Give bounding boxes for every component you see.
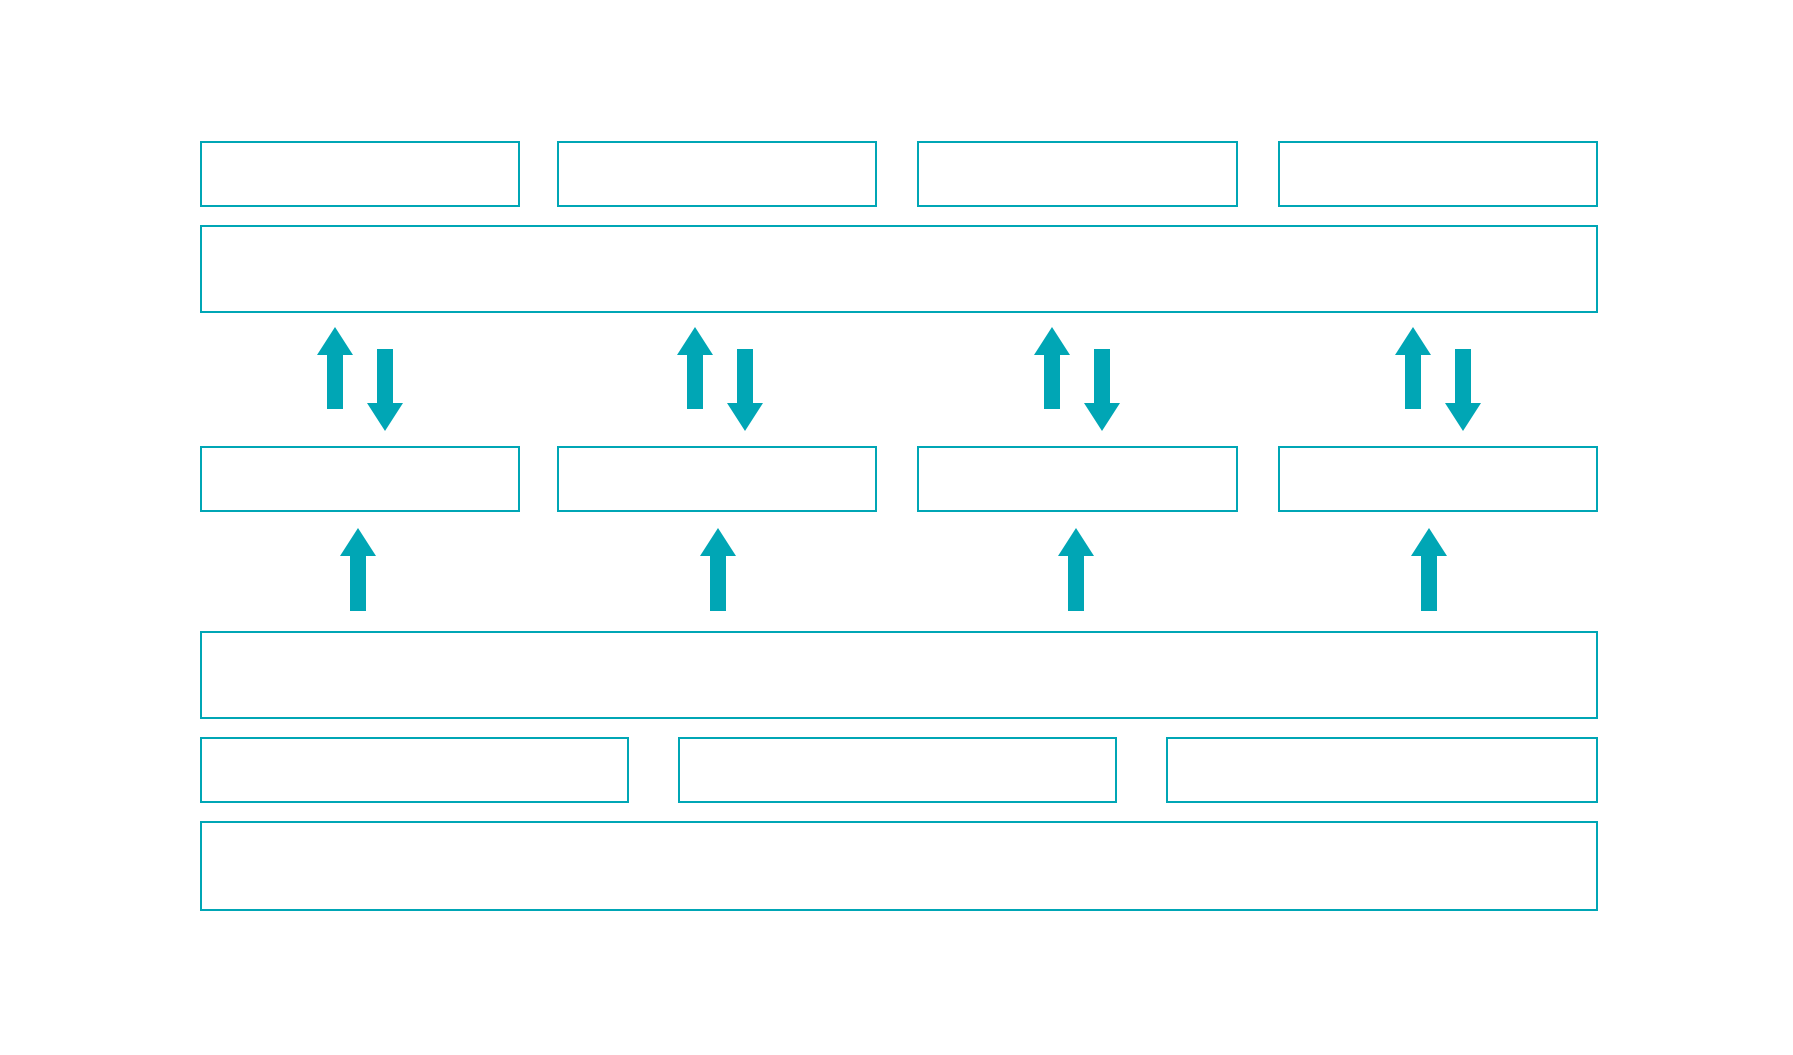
arrow-head bbox=[1058, 528, 1094, 556]
middle-row-box-3 bbox=[917, 446, 1238, 512]
arrow-head bbox=[1445, 403, 1481, 431]
up-arrow-icon bbox=[677, 327, 713, 409]
bidirectional-arrow-pair-1 bbox=[317, 327, 403, 431]
arrow-head bbox=[677, 327, 713, 355]
arrow-shaft bbox=[1094, 349, 1110, 403]
lower-wide-box bbox=[200, 631, 1598, 719]
arrow-shaft bbox=[687, 355, 703, 409]
arrow-shaft bbox=[1455, 349, 1471, 403]
arrow-shaft bbox=[710, 556, 726, 611]
bottom-row-box-1 bbox=[200, 737, 629, 803]
bidirectional-arrow-pair-2 bbox=[677, 327, 763, 431]
up-arrow-icon bbox=[340, 528, 376, 611]
bottom-row-box-2 bbox=[678, 737, 1117, 803]
down-arrow-icon bbox=[367, 349, 403, 431]
bidirectional-arrow-pair-3 bbox=[1034, 327, 1120, 431]
top-row-box-4 bbox=[1278, 141, 1598, 207]
down-arrow-icon bbox=[1084, 349, 1120, 431]
arrow-shaft bbox=[737, 349, 753, 403]
arrow-shaft bbox=[377, 349, 393, 403]
top-row-box-3 bbox=[917, 141, 1238, 207]
arrow-head bbox=[1395, 327, 1431, 355]
arrow-shaft bbox=[1421, 556, 1437, 611]
up-arrow-icon bbox=[1034, 327, 1070, 409]
arrow-head bbox=[727, 403, 763, 431]
arrow-head bbox=[1411, 528, 1447, 556]
arrow-head bbox=[367, 403, 403, 431]
down-arrow-icon bbox=[1445, 349, 1481, 431]
arrow-head bbox=[700, 528, 736, 556]
middle-row-box-2 bbox=[557, 446, 877, 512]
bottom-row-box-3 bbox=[1166, 737, 1598, 803]
bidirectional-arrow-pair-4 bbox=[1395, 327, 1481, 431]
base-wide-box bbox=[200, 821, 1598, 911]
arrow-shaft bbox=[1405, 355, 1421, 409]
arrow-shaft bbox=[350, 556, 366, 611]
arrow-head bbox=[1084, 403, 1120, 431]
arrow-shaft bbox=[327, 355, 343, 409]
up-arrow-icon bbox=[317, 327, 353, 409]
arrow-shaft bbox=[1044, 355, 1060, 409]
upper-wide-box bbox=[200, 225, 1598, 313]
arrow-head bbox=[340, 528, 376, 556]
arrow-head bbox=[1034, 327, 1070, 355]
middle-row-box-4 bbox=[1278, 446, 1598, 512]
up-arrow-icon bbox=[1058, 528, 1094, 611]
up-arrow-icon bbox=[700, 528, 736, 611]
middle-row-box-1 bbox=[200, 446, 520, 512]
up-arrow-icon bbox=[1395, 327, 1431, 409]
top-row-box-1 bbox=[200, 141, 520, 207]
top-row-box-2 bbox=[557, 141, 877, 207]
arrow-head bbox=[317, 327, 353, 355]
down-arrow-icon bbox=[727, 349, 763, 431]
up-arrow-icon bbox=[1411, 528, 1447, 611]
arrow-shaft bbox=[1068, 556, 1084, 611]
